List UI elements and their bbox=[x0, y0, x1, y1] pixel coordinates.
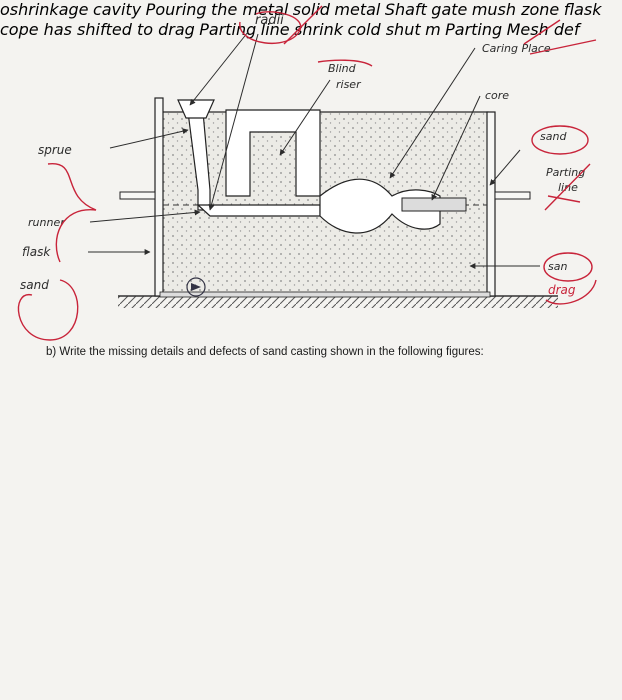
vent-circle bbox=[186, 277, 206, 297]
label-parting-line: Parting bbox=[546, 166, 585, 179]
blind-riser bbox=[225, 109, 321, 197]
label-sand-left: sand bbox=[20, 278, 49, 292]
label-parting-line-b2: line bbox=[260, 20, 290, 39]
label-mush-zone: mush zone bbox=[471, 0, 560, 19]
vent-arrow-icon bbox=[191, 283, 201, 291]
figure-cold-shut-circle: oshrinkage cavity Pouring the metal soli… bbox=[0, 0, 602, 358]
ground-base bbox=[118, 296, 558, 308]
label-radii: radii bbox=[255, 13, 284, 28]
label-sand-right: sand bbox=[540, 130, 567, 143]
label-sprue: sprue bbox=[38, 143, 72, 157]
pouring-basin bbox=[177, 99, 215, 119]
label-shaft: Shaft bbox=[384, 0, 427, 19]
leader-lines bbox=[88, 31, 540, 269]
label-sand-low: san bbox=[548, 260, 567, 273]
casting-cavity bbox=[319, 178, 441, 234]
label-parting-bottom: Parting bbox=[445, 20, 503, 39]
label-casting-place: Caring Place bbox=[482, 42, 551, 55]
question-text: b) Write the missing details and defects… bbox=[46, 346, 484, 358]
flask-left-wall bbox=[154, 97, 164, 297]
label-blind-riser-2: riser bbox=[336, 78, 362, 91]
label-flask-bottom: flask bbox=[563, 0, 602, 19]
figure-flask-shift-cope: oshrinkage cavity Pouring the metal soli… bbox=[0, 0, 602, 358]
label-cavity: cavity bbox=[92, 0, 142, 19]
label-runner: runner bbox=[28, 216, 66, 229]
mold-assembly bbox=[118, 97, 558, 308]
figure-cold-shut-inner: oshrinkage cavity Pouring the metal soli… bbox=[0, 0, 602, 358]
flask-handle-right bbox=[494, 191, 531, 200]
label-flask: flask bbox=[22, 245, 51, 259]
figure-block-4: oshrinkage cavity Pouring the metal soli… bbox=[0, 0, 602, 358]
label-cope-shift: cope has shifted to drag bbox=[0, 20, 195, 39]
label-metal: metal bbox=[334, 0, 381, 19]
label-shrinkage: oshrinkage bbox=[0, 0, 89, 19]
label-parting-line-b: Parting bbox=[199, 20, 257, 39]
flask-handle-left bbox=[119, 191, 156, 200]
label-pouring: Pouring bbox=[145, 0, 207, 19]
label-pouring-2: the metal bbox=[211, 0, 289, 19]
flask-right-wall bbox=[486, 111, 496, 297]
runner-channel bbox=[196, 204, 321, 217]
figure-flask-shift-drag: oshrinkage cavity Pouring the metal soli… bbox=[0, 0, 602, 358]
label-mesh-def: Mesh def bbox=[506, 20, 580, 39]
label-parting-line-2: line bbox=[558, 181, 578, 194]
figure-mesh-block: oshrinkage cavity Pouring the metal soli… bbox=[0, 0, 602, 358]
label-gate: gate bbox=[431, 0, 468, 19]
label-cold-shut: cold shut bbox=[347, 20, 421, 39]
label-blind-riser: Blind bbox=[328, 62, 357, 75]
label-drag: drag bbox=[548, 283, 576, 297]
label-solid: solid bbox=[292, 0, 330, 19]
core bbox=[401, 197, 467, 212]
label-m: m bbox=[425, 20, 441, 39]
label-shrink: shrink bbox=[294, 20, 343, 39]
red-pen-marks-top bbox=[17, 5, 597, 341]
figure-mush-zone: oshrinkage cavity Pouring the metal soli… bbox=[0, 0, 602, 358]
label-core: core bbox=[485, 89, 509, 102]
bottom-board bbox=[159, 291, 491, 298]
